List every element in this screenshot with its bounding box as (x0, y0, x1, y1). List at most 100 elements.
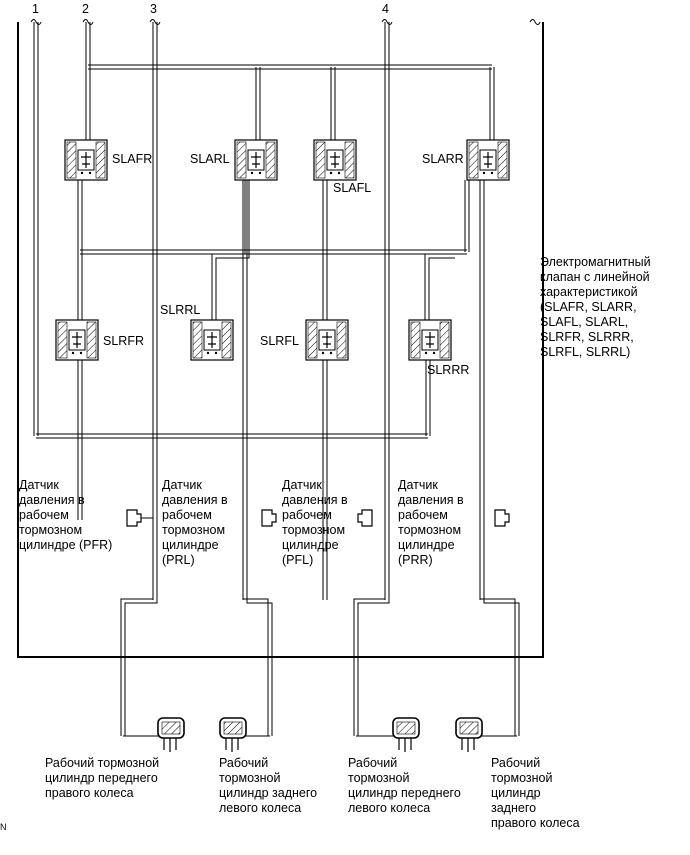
valve-slrfl-coil-left (307, 321, 318, 359)
pipe-cyl-rl (242, 598, 269, 736)
cylinder-rl (219, 717, 247, 752)
pipe-cyl-fl (357, 600, 390, 736)
valve-slarl-coil-right (265, 141, 276, 179)
valve-slarl-dot (250, 171, 254, 175)
valve-slafl-coil-right (344, 141, 355, 179)
valve-slrfr-coil-right (86, 321, 97, 359)
sensor-prl-body (261, 509, 277, 527)
valve-slafl (313, 139, 357, 181)
pipe-slrrl-branch (211, 180, 246, 320)
valve-slrrl-coil-right (221, 321, 232, 359)
valve-slarr-spool-mark (483, 152, 493, 168)
sensor-label-pfl: Датчик давления в рабочем тормозном цили… (282, 478, 348, 567)
valve-slafl-dot (329, 171, 333, 175)
pipe-cyl-rr (483, 600, 520, 736)
valve-slrrl-dot (214, 351, 218, 355)
sensor-label-prr: Датчик давления в рабочем тормозном цили… (398, 478, 464, 567)
valve-label-slarr: SLARR (422, 152, 464, 166)
cylinder-fl-core (396, 721, 416, 735)
pipe-slrrr-branch (424, 253, 455, 320)
valve-slarr-dot (482, 171, 486, 175)
valve-slrfr-dot (79, 351, 83, 355)
cylinder-fl-pins (398, 738, 412, 752)
corner-mark: N (0, 822, 7, 832)
cylinder-label-fr: Рабочий тормозной цилиндр переднего прав… (45, 756, 160, 800)
cylinder-fr-core (161, 721, 181, 735)
valve-slrrl-coil-left (192, 321, 203, 359)
sensor-prr-body (494, 509, 510, 527)
port-label-3: 3 (150, 2, 157, 16)
port-label-4: 4 (382, 2, 389, 16)
valve-slarr-dot (490, 171, 494, 175)
cylinder-label-rl: Рабочий тормозной цилиндр заднего левого… (219, 756, 318, 815)
sensor-pfr (126, 509, 142, 527)
sensor-label-prl: Датчик давления в рабочем тормозном цили… (162, 478, 228, 567)
valve-label-slrrr: SLRRR (427, 363, 470, 377)
valve-label-slrrl: SLRRL (160, 303, 201, 317)
valve-slafr-spool-mark (81, 152, 91, 168)
sensor-prl (261, 509, 277, 527)
pipe-cyl-fr (120, 598, 154, 736)
valve-slafr-coil-right (95, 141, 106, 179)
valve-slrfl-spool-mark (322, 332, 332, 348)
sensor-pfl-body (357, 509, 373, 527)
valve-slrfl (305, 319, 349, 361)
valve-slarl-spool-mark (251, 152, 261, 168)
valve-label-slrfl: SLRFL (260, 334, 299, 348)
valve-slrfr-spool-mark (72, 332, 82, 348)
valve-slafr-dot (88, 171, 92, 175)
valve-slrrr-coil-left (410, 321, 421, 359)
valve-label-slarl: SLARL (190, 152, 230, 166)
break-mark (82, 19, 94, 25)
cylinder-fl (392, 717, 420, 752)
pipe-cyl-rr (479, 598, 516, 736)
valve-slafr-dot (80, 171, 84, 175)
cylinder-rr-core (459, 721, 479, 735)
cylinder-fr (157, 717, 185, 752)
cylinder-rr (455, 717, 483, 752)
actuator-housing (17, 22, 544, 658)
cylinder-label-fl: Рабочий тормозной цилиндр переднего лево… (348, 756, 461, 815)
sensor-label-pfr: Датчик давления в рабочем тормозном цили… (19, 478, 113, 552)
valve-slarr-coil-right (497, 141, 508, 179)
valve-slrfl-dot (321, 351, 325, 355)
port-label-2: 2 (82, 2, 89, 16)
pipe-cyl-fr (124, 600, 158, 736)
valve-slafl-coil-left (315, 141, 326, 179)
port-label-1: 1 (32, 2, 39, 16)
pipe-cyl-rl (246, 600, 273, 736)
valve-label-slrfr: SLRFR (103, 334, 144, 348)
cylinder-label-rr: Рабочий тормозной цилиндр заднего правог… (491, 756, 580, 830)
valve-label-slafr: SLAFR (112, 152, 153, 166)
cylinder-rl-core (223, 721, 243, 735)
valve-slrrl-spool-mark (207, 332, 217, 348)
valve-slrrr (408, 319, 452, 361)
valve-slafr (64, 139, 108, 181)
valve-slrfr-dot (71, 351, 75, 355)
valve-slrrl (190, 319, 234, 361)
break-mark (381, 19, 393, 25)
valve-slarl-coil-left (236, 141, 247, 179)
sensor-pfl (357, 509, 373, 527)
valve-label-slafl: SLAFL (333, 181, 372, 195)
valve-slarr (466, 139, 510, 181)
valve-slafr-coil-left (66, 141, 77, 179)
legend-text: Электромагнитный клапан с линейной харак… (540, 255, 651, 359)
valve-slrfr-coil-left (57, 321, 68, 359)
valve-slrrl-dot (206, 351, 210, 355)
break-mark (529, 19, 541, 25)
break-mark (149, 19, 161, 25)
valve-slrrr-coil-right (439, 321, 450, 359)
valve-slafl-dot (337, 171, 341, 175)
sensor-pfr-body (126, 509, 142, 527)
valve-slrrr-spool-mark (425, 332, 435, 348)
cylinder-fr-pins (163, 738, 177, 752)
valve-slrrr-dot (424, 351, 428, 355)
sensor-prr (494, 509, 510, 527)
valve-slrfl-dot (329, 351, 333, 355)
break-mark (30, 19, 42, 25)
pipe-slrrl-branch (215, 180, 250, 320)
valve-slrrr-dot (432, 351, 436, 355)
